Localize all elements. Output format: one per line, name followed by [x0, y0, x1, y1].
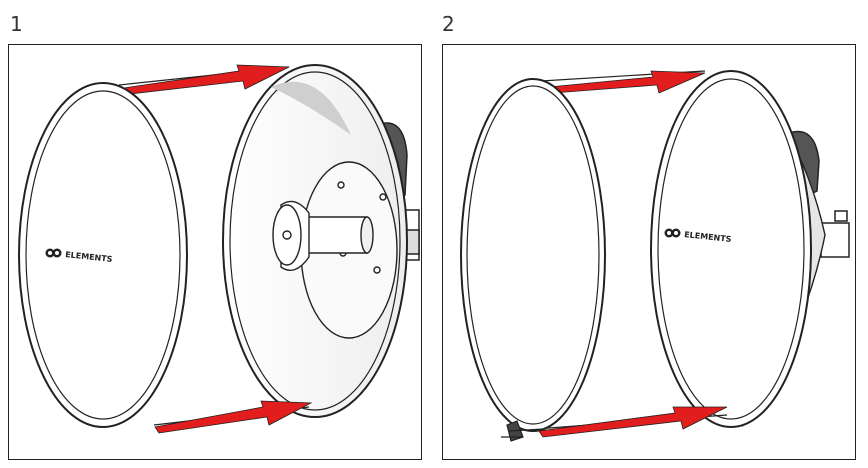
step-number-2: 2 [442, 12, 455, 36]
speed-ring-plate [272, 161, 398, 339]
back-diffuser-ring [650, 70, 812, 428]
step-1-panel: ELEMENTS [8, 44, 422, 460]
arrow-bottom [154, 400, 313, 434]
front-diffuser-ring [460, 78, 606, 432]
arrow-top [116, 64, 290, 96]
arrow-bottom [538, 406, 728, 438]
step-2-panel: ELEMENTS [442, 44, 856, 460]
step-2-illustration: ELEMENTS [460, 70, 850, 442]
arrow-top [548, 70, 706, 94]
step-1-illustration: ELEMENTS [18, 64, 420, 434]
ring-clasp [501, 420, 544, 442]
step-number-1: 1 [10, 12, 23, 36]
front-diffuser-ring [18, 82, 188, 428]
